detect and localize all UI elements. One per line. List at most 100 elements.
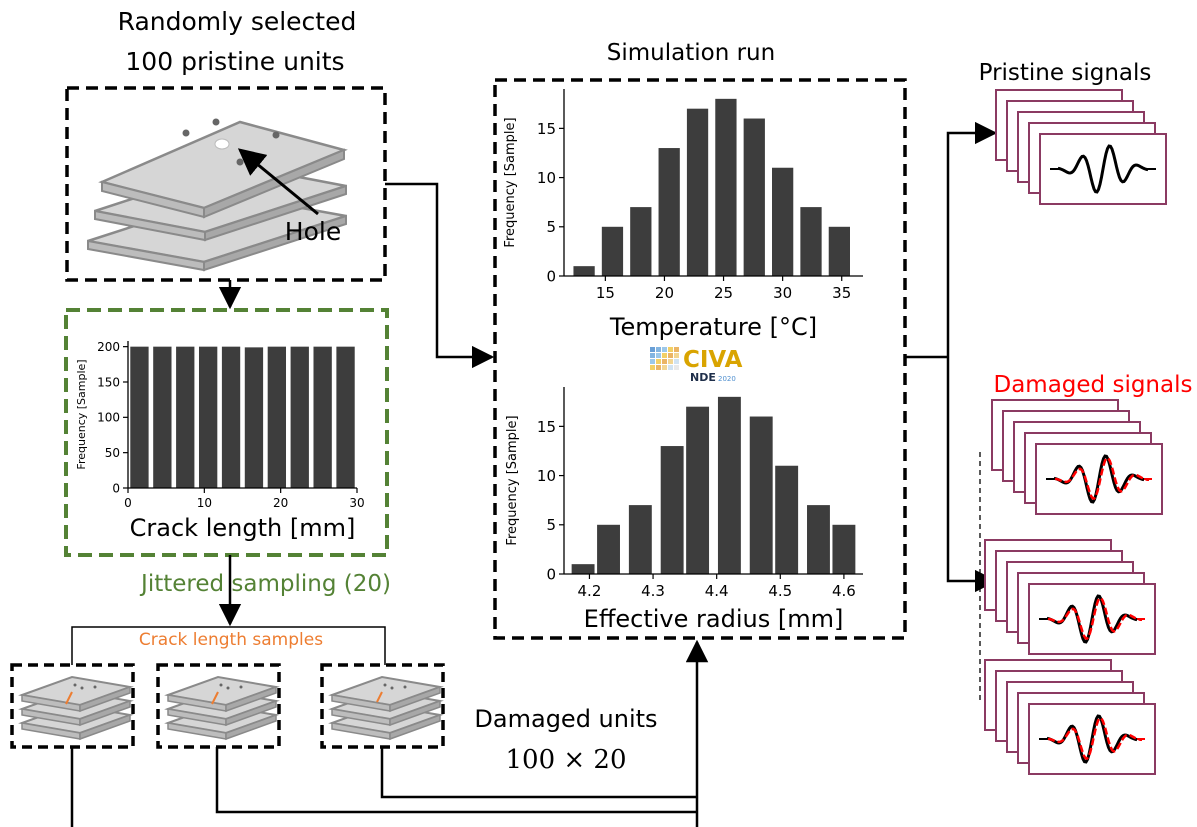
line-unit3-to-bus: [380, 747, 697, 799]
chart1-xtick-label-4: 35: [832, 284, 851, 302]
chart0-bar-3: [198, 346, 218, 488]
chart2-xtick-label-2: 4.4: [705, 582, 729, 600]
chart1-bar-9: [828, 226, 850, 276]
damaged-unit-3: [320, 663, 445, 749]
chart2-xtick-label-3: 4.5: [768, 582, 792, 600]
chart0-bar-6: [267, 346, 287, 488]
chart0-bar-0: [130, 346, 149, 488]
chart1-bar-6: [743, 118, 765, 277]
chart0-bar-4: [221, 346, 241, 488]
chart2-bar-0: [571, 564, 595, 574]
chart0-bar-2: [176, 346, 195, 488]
damaged-1-damaged-waveform: [1054, 456, 1149, 500]
jittered-sampling-label: Jittered sampling (20): [139, 571, 391, 597]
simulation-run-title: Simulation run: [607, 40, 775, 66]
chart1-xtick-label-3: 30: [773, 284, 792, 302]
chart1-bar-2: [630, 207, 652, 276]
chart0-ytick-label-4: 200: [97, 340, 120, 354]
chart0-bar-7: [290, 346, 309, 488]
civa-logo-word: CIVA: [683, 347, 743, 373]
pristine-title-line-1: Randomly selected: [118, 7, 357, 36]
chart2-xtick-label-1: 4.3: [641, 582, 665, 600]
chart0-bar-8: [313, 346, 332, 488]
chart2-ylabel: Frequency [Sample]: [505, 415, 520, 545]
chart1-xlabel: Temperature [°C]: [609, 313, 817, 341]
chart0-xlabel: Crack length [mm]: [130, 514, 356, 542]
chart2-bar-2: [628, 505, 652, 574]
chart1-xtick-label-1: 20: [655, 284, 674, 302]
hole-pointer-arrow: [237, 148, 319, 216]
damaged-unit-1: [10, 663, 135, 749]
pristine-waveform: [1057, 144, 1149, 194]
chart2-bar-9: [832, 524, 856, 574]
pristine-units-frame: [65, 86, 387, 282]
samples-bracket: [71, 626, 386, 665]
damaged-signals-title: Damaged signals: [994, 372, 1193, 398]
chart1-ylabel: Frequency [Sample]: [503, 117, 518, 247]
chart1-bar-0: [573, 266, 595, 276]
damaged-signal-stack-3: [984, 659, 1156, 775]
arrow-to-pristine-signals: [946, 121, 998, 357]
chart1-bar-7: [772, 167, 794, 276]
chart2-ytick-label-2: 10: [537, 467, 556, 485]
chart2-xlabel: Effective radius [mm]: [584, 605, 844, 633]
chart2-bar-7: [775, 465, 799, 574]
chart2-ytick-label-0: 0: [546, 565, 556, 583]
chart2-bar-5: [717, 396, 741, 574]
damaged-units-label: Damaged units: [474, 705, 657, 733]
pristine-signals-title: Pristine signals: [979, 60, 1152, 86]
chart0-ylabel: Frequency [Sample]: [75, 359, 88, 469]
pristine-title-line-2: 100 pristine units: [125, 47, 344, 76]
chart0-bar-1: [153, 346, 172, 488]
chart2-bar-4: [686, 406, 710, 574]
crack-length-frame: [64, 308, 389, 557]
chart1-bar-4: [686, 108, 709, 277]
chart2-xtick-label-4: 4.6: [832, 582, 856, 600]
damaged-signal-stack-2: [984, 539, 1156, 655]
chart1-ytick-label-1: 5: [546, 218, 556, 236]
damaged-2-damaged-waveform: [1047, 596, 1142, 640]
damaged-units-count: 100 × 20: [505, 745, 626, 775]
chart1-bar-8: [800, 207, 822, 276]
chart1-ytick-label-0: 0: [546, 267, 556, 285]
pristine-plate-stack: [87, 118, 348, 272]
damaged-signal-stack-1: [991, 399, 1163, 515]
chart0-xtick-label-1: 10: [197, 496, 212, 510]
arrow-to-damaged-signals: [946, 357, 998, 593]
arrow-pristine-to-simulation: [385, 182, 495, 369]
chart0-ytick-label-0: 0: [112, 481, 120, 495]
chart0-xtick-label-2: 20: [273, 496, 288, 510]
chart0-bar-5: [244, 347, 264, 488]
chart1-bar-5: [715, 98, 737, 276]
chart2-bar-8: [807, 505, 830, 574]
civa-logo-year: 2020: [718, 375, 736, 383]
simulation-run-frame: [493, 78, 907, 640]
pristine-signal-stack: [995, 89, 1167, 205]
chart2-ytick-label-3: 15: [537, 418, 556, 436]
chart1-ytick-label-2: 10: [537, 169, 556, 187]
chart2-bar-3: [660, 446, 684, 574]
chart1-bar-1: [601, 226, 624, 276]
line-unit2-to-bus: [215, 747, 697, 814]
chart2-bar-6: [749, 416, 773, 574]
chart0-xtick-label-3: 30: [349, 496, 364, 510]
civa-nde-logo: CIVA NDE 2020: [650, 347, 743, 384]
chart2-bar-1: [597, 524, 620, 574]
chart2-ytick-label-1: 5: [546, 516, 556, 534]
civa-cube-icon: [650, 347, 679, 370]
chart0-ytick-label-1: 50: [105, 446, 120, 460]
chart1-bar-3: [658, 148, 680, 276]
chart0-xtick-label-0: 0: [124, 496, 132, 510]
chart1-xtick-label-0: 15: [596, 284, 615, 302]
crack-length-samples-label: Crack length samples: [139, 630, 323, 650]
damaged-3-damaged-waveform: [1047, 716, 1142, 760]
chart2-xtick-label-0: 4.2: [578, 582, 602, 600]
chart1-ytick-label-3: 15: [537, 120, 556, 138]
chart0-ytick-label-3: 150: [97, 375, 120, 389]
chart0-bar-9: [336, 346, 355, 488]
